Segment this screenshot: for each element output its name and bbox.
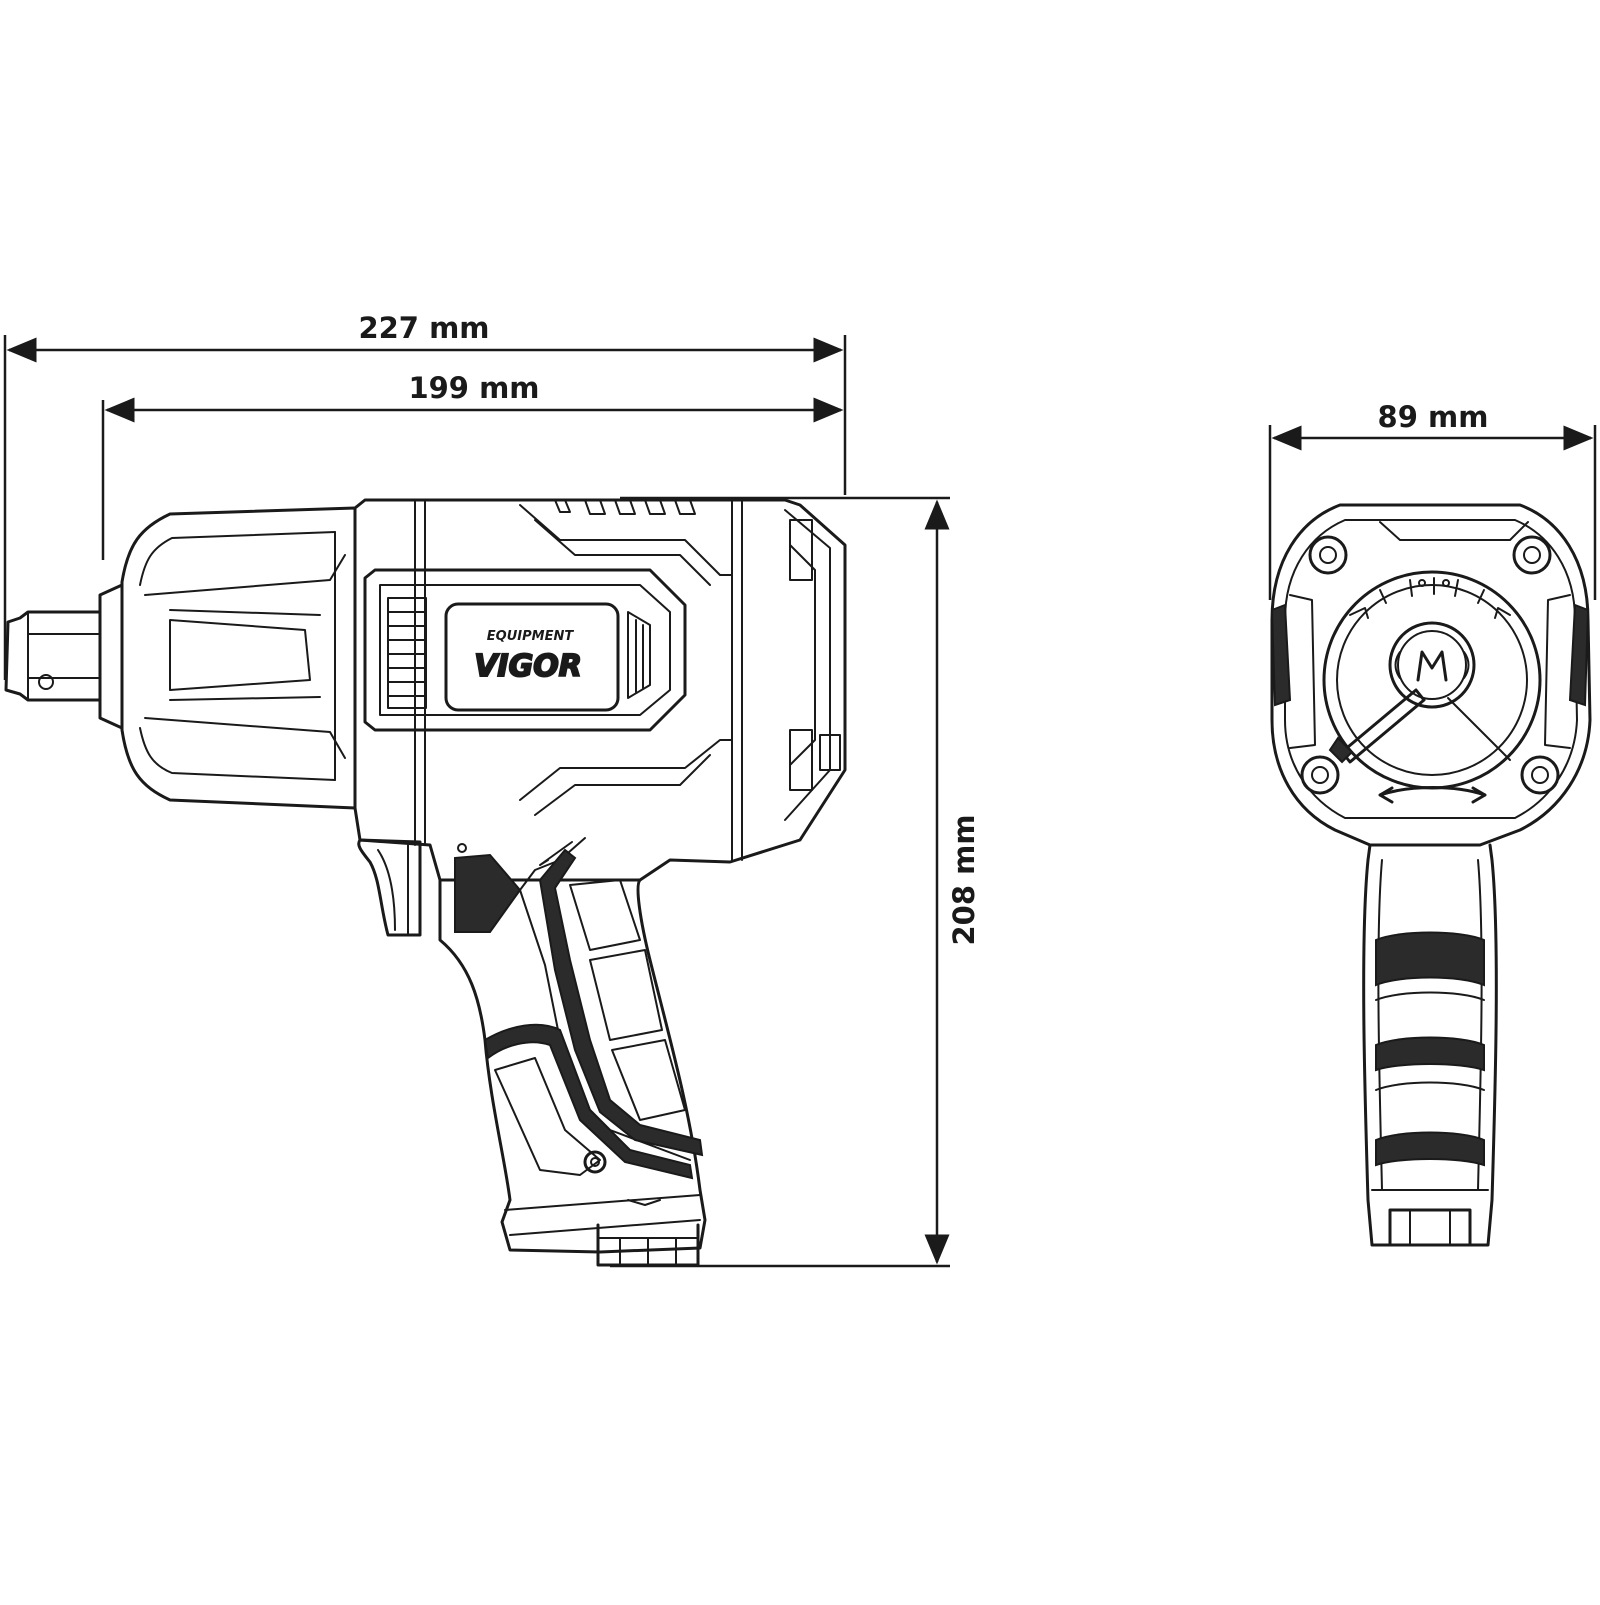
reverse-button — [454, 853, 522, 933]
dimension-body-length: 199 mm — [101, 371, 844, 560]
nose-collar — [98, 583, 124, 730]
square-drive — [4, 610, 102, 702]
rear-grip — [1362, 843, 1498, 1247]
logo-equipment-text: EQUIPMENT — [487, 629, 575, 644]
panel-grille — [387, 597, 427, 709]
logo-brand-text: VIGOR — [474, 649, 582, 684]
dimension-width: 89 mm — [1268, 400, 1597, 600]
dim-label-89: 89 mm — [1378, 400, 1489, 434]
dimension-height: 208 mm — [610, 496, 981, 1268]
dim-label-227: 227 mm — [358, 311, 489, 345]
rear-bolts — [1300, 535, 1560, 795]
rear-housing-outline — [1270, 503, 1592, 847]
side-view: EQUIPMENT VIGOR — [4, 498, 847, 1267]
motor-housing — [353, 498, 847, 882]
hammer-case — [120, 506, 357, 810]
rotation-arrow — [1378, 786, 1487, 804]
dim-label-208: 208 mm — [947, 814, 981, 945]
rear-view — [1270, 503, 1592, 1247]
trigger — [357, 838, 422, 937]
dimension-overall-length: 227 mm — [3, 311, 847, 680]
dim-label-199: 199 mm — [408, 371, 539, 405]
power-regulator-dial — [1322, 570, 1542, 790]
air-inlet — [596, 1223, 700, 1267]
pistol-grip — [438, 837, 707, 1254]
logo-badge: EQUIPMENT VIGOR — [444, 602, 620, 712]
